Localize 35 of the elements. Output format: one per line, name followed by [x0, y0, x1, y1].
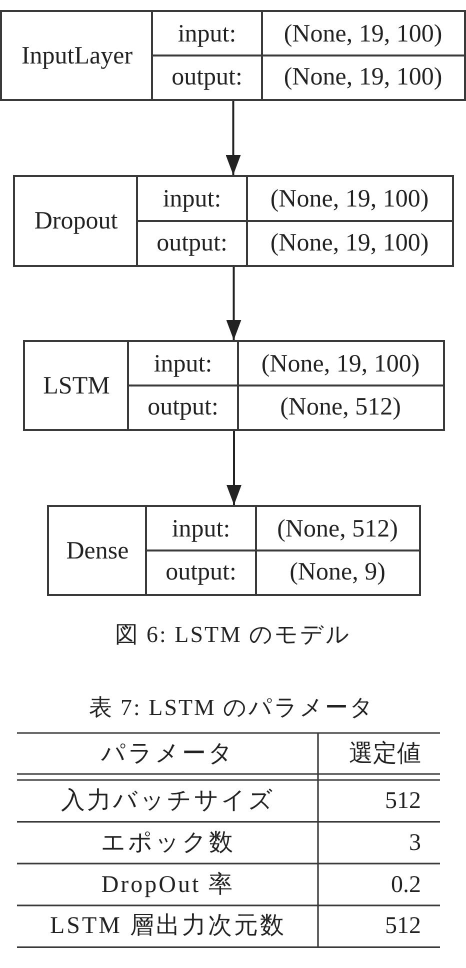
- parameter-value: 512: [385, 788, 421, 813]
- parameter-value: 512: [385, 914, 421, 938]
- port-label: input:: [162, 186, 222, 212]
- arrow: [226, 267, 242, 340]
- shape-value: (None, 9): [290, 560, 386, 585]
- layer-name: LSTM: [43, 373, 110, 398]
- layer-name: Dense: [66, 538, 129, 563]
- shape-value: (None, 19, 100): [261, 351, 420, 376]
- table-caption: 表 7: LSTM のパラメータ: [88, 696, 376, 719]
- port-label: output:: [166, 560, 236, 585]
- column-header: パラメータ: [101, 742, 235, 766]
- shape-value: (None, 19, 100): [284, 64, 442, 90]
- shape-value: (None, 19, 100): [270, 230, 429, 256]
- port-label: input:: [154, 351, 212, 376]
- arrow: [226, 431, 242, 505]
- shape-value: (None, 512): [277, 516, 398, 542]
- parameter-name: エポック数: [101, 830, 235, 855]
- parameter-value: 0.2: [391, 872, 421, 896]
- port-label: input:: [178, 21, 236, 46]
- parameter-name: 入力バッチサイズ: [61, 788, 275, 813]
- port-label: output:: [172, 64, 242, 90]
- arrow: [226, 101, 241, 175]
- column-header: 選定値: [349, 742, 421, 766]
- shape-value: (None, 19, 100): [270, 186, 429, 212]
- figure-caption: 図 6: LSTM のモデル: [114, 623, 352, 646]
- port-label: input:: [172, 516, 230, 542]
- parameter-value: 3: [409, 830, 421, 855]
- shape-value: (None, 19, 100): [284, 21, 442, 46]
- parameter-name: DropOut 率: [101, 872, 235, 896]
- port-label: output:: [148, 394, 218, 420]
- parameter-name: LSTM 層出力次元数: [50, 914, 286, 938]
- shape-value: (None, 512): [280, 394, 401, 420]
- port-label: output:: [156, 230, 228, 256]
- layer-name: Dropout: [34, 208, 118, 234]
- layer-name: InputLayer: [21, 43, 133, 68]
